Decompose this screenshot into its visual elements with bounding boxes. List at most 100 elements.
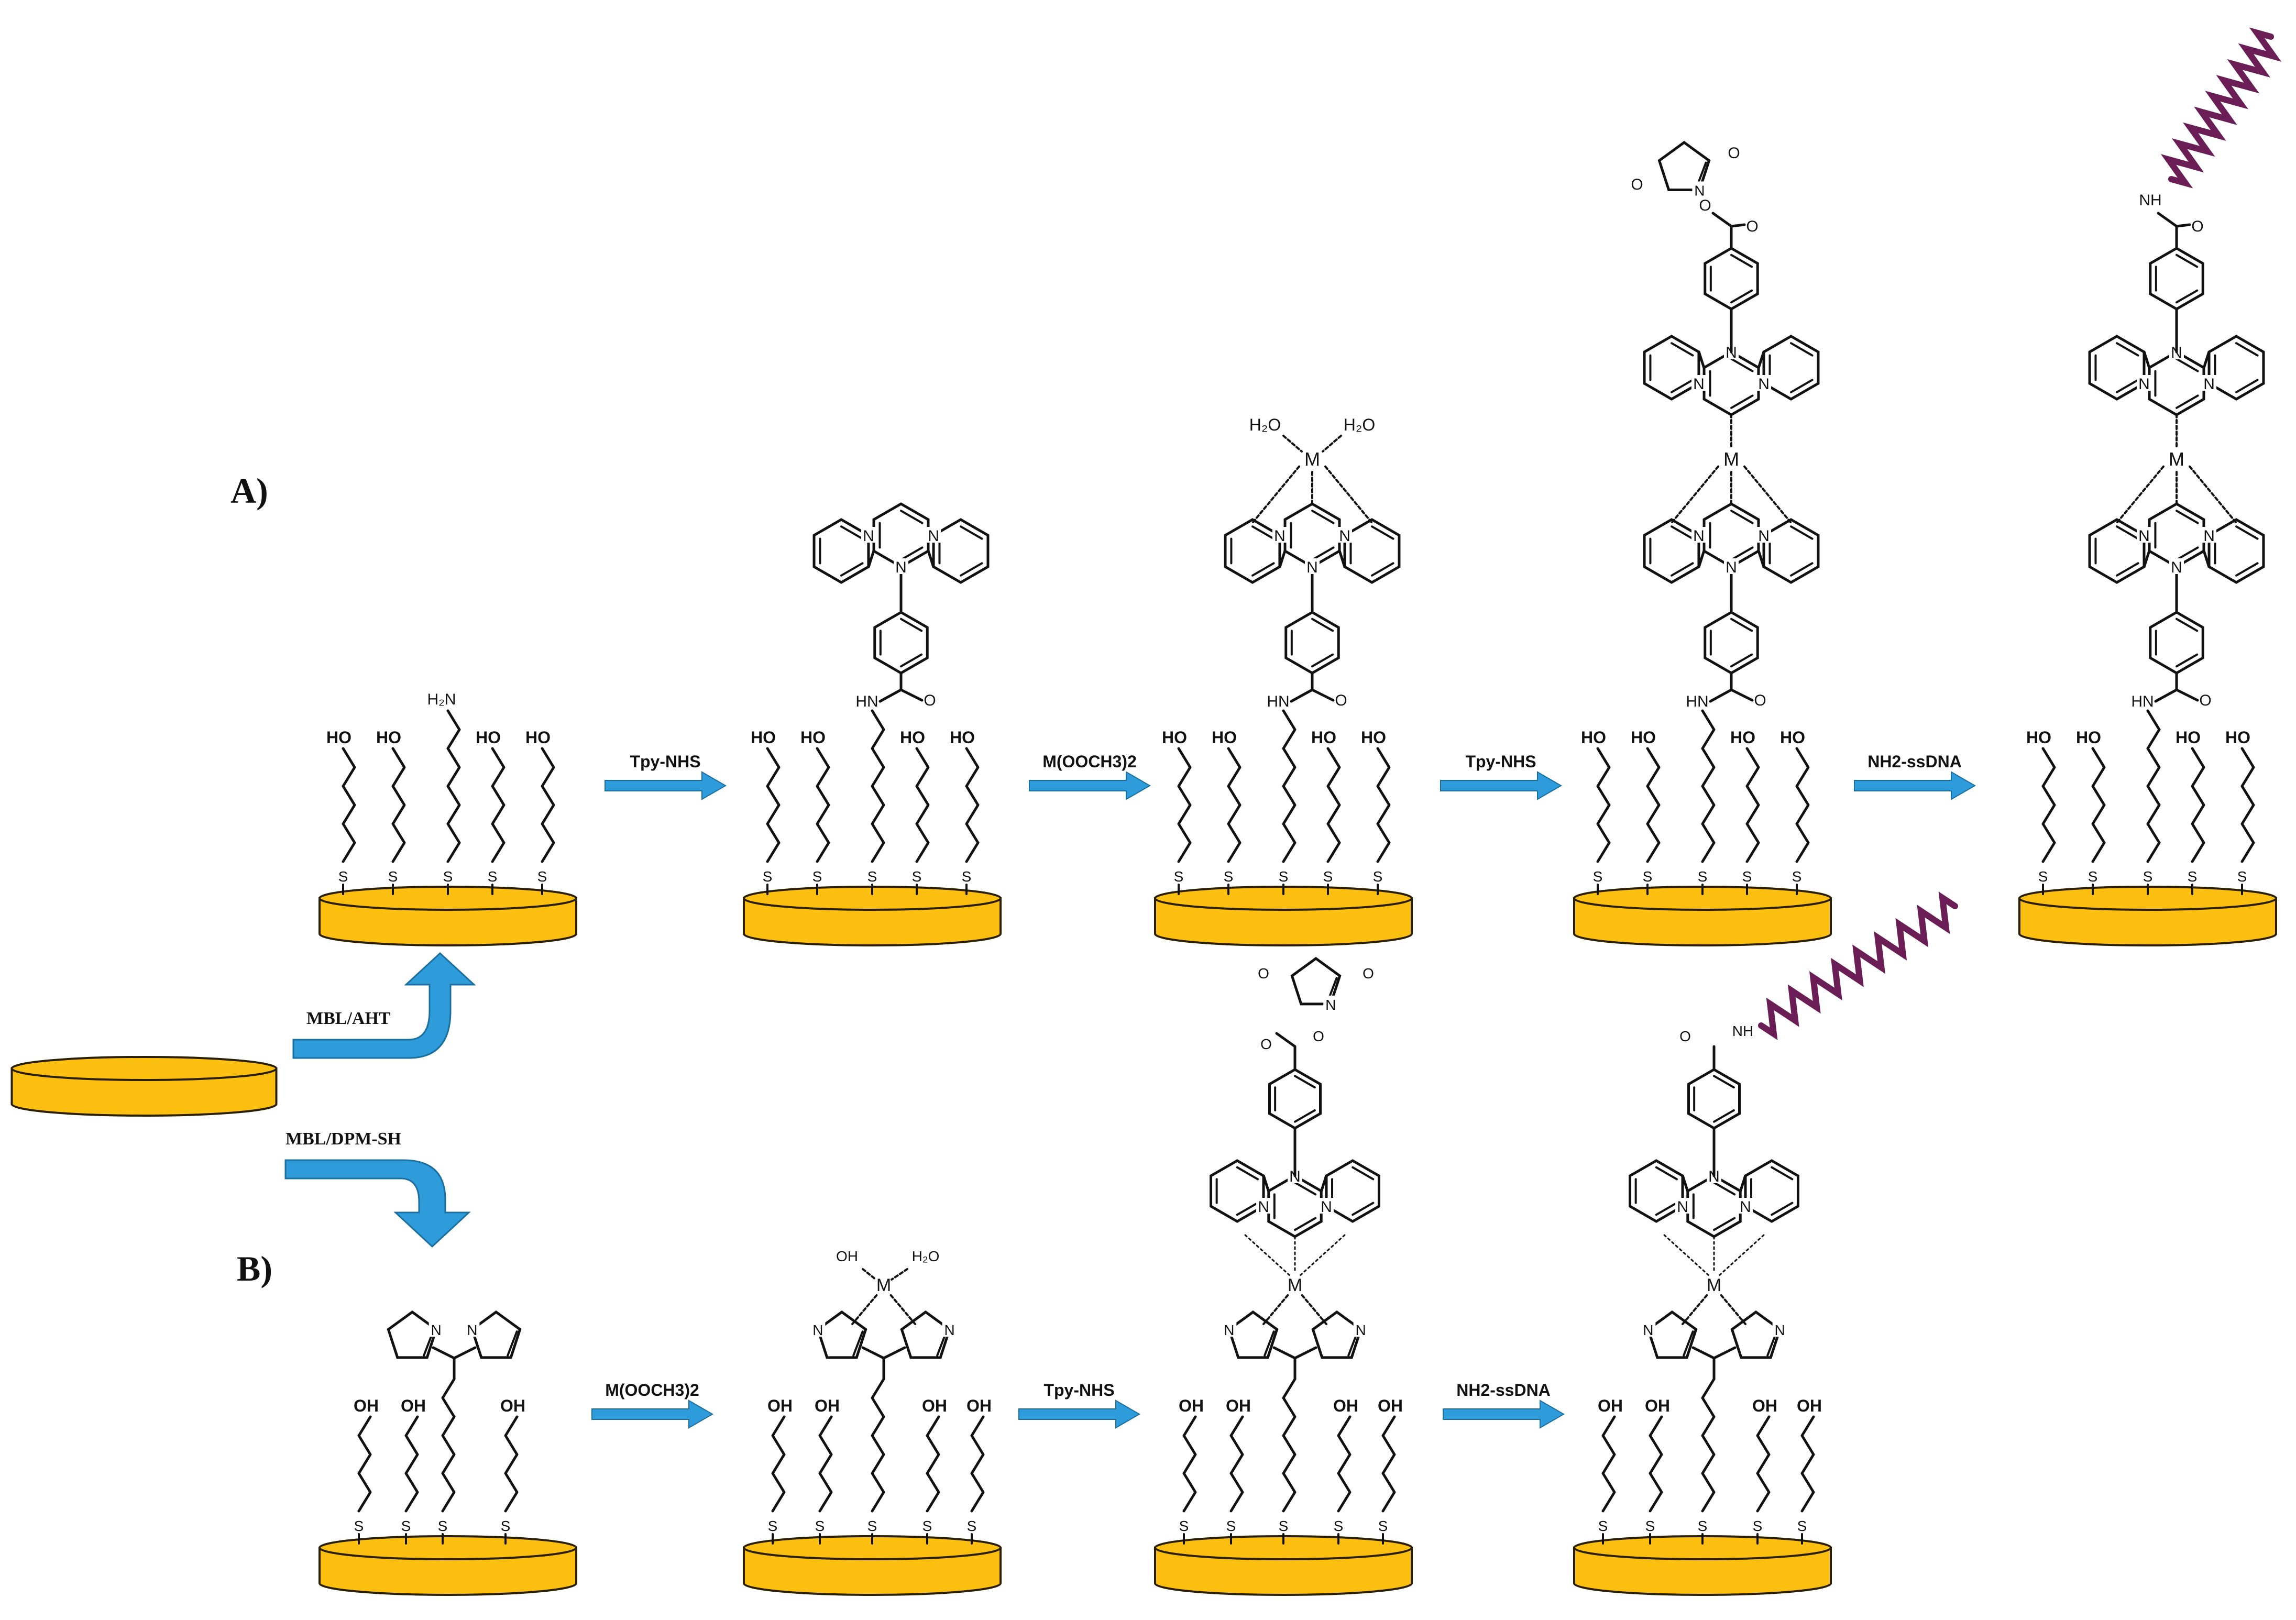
arrow-shape <box>591 1399 713 1429</box>
nitrogen-atom: N <box>1356 1322 1366 1338</box>
phenyl-ring <box>1704 247 1759 311</box>
hydroxyl-thiol-chain: SHO <box>476 728 506 895</box>
bond <box>1730 653 1753 668</box>
bond <box>2176 546 2199 561</box>
chain <box>2240 747 2255 863</box>
stage-a-5: SHOSHOSHOSHOSHNONNNMNNNONH <box>2018 27 2282 946</box>
sulfur-atom: S <box>338 868 348 885</box>
bond <box>1671 379 1694 393</box>
hydroxyl-thiol-chain: SHO <box>751 728 781 895</box>
sulfur-atom: S <box>1698 1518 1708 1534</box>
reagent-label: M(OOCH3)2 <box>605 1381 699 1399</box>
ring-outline <box>932 518 990 584</box>
bond <box>1712 1346 1737 1360</box>
sulfur-atom: S <box>537 868 547 885</box>
left-pyridine: N <box>2088 335 2151 401</box>
bond <box>1236 1166 1259 1181</box>
hydroxyl-group: HO <box>1212 728 1237 747</box>
hydroxyl-thiol-chain: SOH <box>1333 1396 1358 1545</box>
ring-outline <box>872 502 930 568</box>
chain <box>491 747 506 863</box>
stage-b-4: SOHSOHSOHSOHSNNMNNNONH <box>1573 891 1958 1596</box>
ring-outline <box>873 611 929 675</box>
sulfur-atom: S <box>2143 868 2153 885</box>
sulfur-atom: S <box>2188 868 2198 885</box>
nitrogen-atom: N <box>1274 527 1286 545</box>
bond <box>1757 549 1765 568</box>
gold-electrode <box>1154 886 1413 946</box>
arrow-shape <box>1443 1399 1565 1429</box>
sulfur-atom: S <box>2237 868 2247 885</box>
bond <box>2202 350 2211 369</box>
sulfur-atom: S <box>438 1518 448 1534</box>
bond <box>862 1268 877 1281</box>
hydroxyl-thiol-chain: SHO <box>376 728 406 895</box>
left-pyridine: N <box>812 518 876 584</box>
metal-center: M <box>1723 448 1739 470</box>
central-pyridine: N <box>1267 1167 1323 1238</box>
bond <box>1671 464 1721 523</box>
chain <box>404 1415 419 1513</box>
n-mask <box>1691 375 1706 391</box>
electrode-side <box>2018 897 2277 946</box>
ring-outline <box>1643 335 1700 401</box>
carbonyl-oxygen: O <box>1746 218 1758 235</box>
sulfur-atom: S <box>1593 868 1603 885</box>
phenyl-ring <box>1284 611 1340 675</box>
hydroxyl-thiol-chain: SOH <box>500 1396 525 1545</box>
chain <box>504 1415 519 1513</box>
hydroxyl-thiol-chain: S HO <box>1730 728 1760 895</box>
ring-outline <box>1704 611 1759 675</box>
amide-nh: HN <box>1686 693 1708 710</box>
ring-outline <box>1762 518 1820 584</box>
chain <box>1337 1415 1352 1513</box>
sulfur-atom: S <box>1742 868 1752 885</box>
bond <box>1251 525 1275 540</box>
reaction-arrow: NH2-ssDNA <box>1443 1381 1565 1429</box>
nitrogen-atom: N <box>2171 559 2182 576</box>
hydroxyl-group: HO <box>1361 728 1386 747</box>
central-pyridine: N <box>872 502 930 576</box>
bond <box>1771 1202 1794 1216</box>
chain <box>1227 747 1242 863</box>
phenyl-ring <box>873 611 929 675</box>
hydroxyl-thiol-chain: SHO <box>2225 728 2255 895</box>
n-mask <box>1337 527 1353 543</box>
electrode-side <box>1154 897 1413 946</box>
ester-oxygen: O <box>1699 197 1711 214</box>
terpyridine: NNN <box>1629 1159 1799 1238</box>
bond <box>2143 350 2151 369</box>
ring-outline <box>812 518 870 584</box>
bond <box>2176 289 2199 304</box>
water-ligand: OH <box>836 1248 858 1264</box>
bond <box>1671 525 1694 540</box>
bond <box>1730 546 1754 561</box>
bond <box>1293 1346 1317 1360</box>
nitrogen-atom: N <box>1758 376 1770 393</box>
chain <box>1282 1377 1297 1513</box>
central-pyridine: N <box>1702 344 1760 416</box>
hydroxyl-thiol-chain: SHO <box>1780 728 1810 895</box>
bond <box>1338 549 1346 568</box>
bond <box>852 1330 864 1357</box>
hydroxyl-thiol-chain: SOH <box>767 1396 793 1545</box>
hydroxyl-group: OH <box>815 1396 840 1415</box>
chain <box>1282 709 1297 863</box>
hydroxyl-group: HO <box>1730 728 1755 747</box>
hydroxyl-thiol-chain: SOH <box>1179 1396 1204 1545</box>
nitrogen-atom: N <box>1321 1198 1332 1216</box>
terpyridine: NNN <box>1210 1159 1380 1238</box>
hydroxyl-group: HO <box>2026 728 2051 747</box>
bond <box>1771 1166 1794 1181</box>
n-mask <box>1323 995 1338 1011</box>
carbonyl-oxygen: O <box>1754 692 1766 709</box>
gold-electrode <box>1573 1535 1832 1596</box>
terpyridine: NNN <box>2088 335 2265 416</box>
bond <box>927 549 935 568</box>
chain <box>771 1415 786 1513</box>
amine-linker-chain: SHNONNNMNNNOONOO <box>1631 140 1820 895</box>
reaction-arrow: Tpy-NHS <box>1440 752 1562 800</box>
bond <box>1713 1181 1736 1196</box>
bond <box>2116 379 2139 393</box>
